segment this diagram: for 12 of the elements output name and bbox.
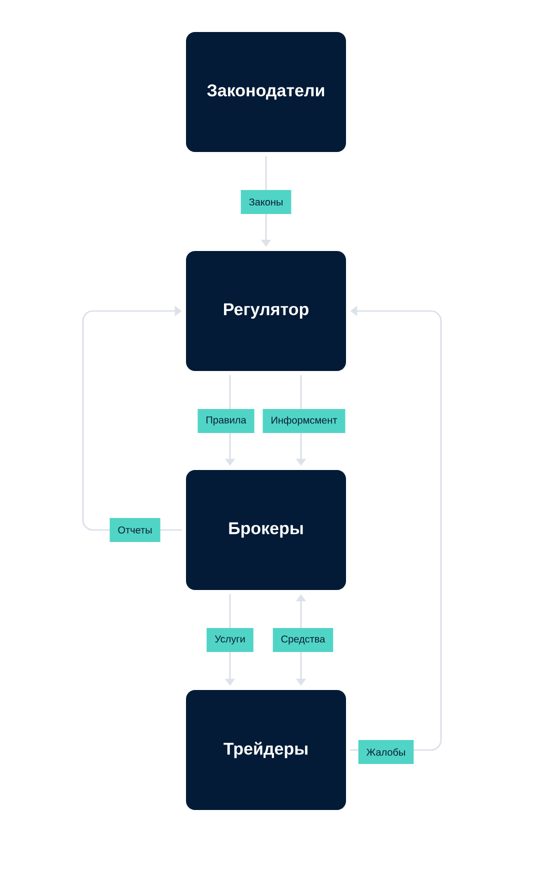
edge-label: Правила [198,409,254,433]
edge-label: Услуги [206,628,254,652]
process-box: Законодатели [186,32,346,152]
edge-label: Информсмент [262,409,346,433]
process-box: Брокеры [186,470,346,590]
arrow [82,306,182,531]
process-box: Регулятор [186,251,346,371]
edge-label: Отчеты [110,518,160,542]
edge-label: Жалобы [358,740,414,764]
process-box: Трейдеры [186,690,346,810]
edge-label: Законы [240,190,292,214]
edge-label: Средства [272,628,334,652]
